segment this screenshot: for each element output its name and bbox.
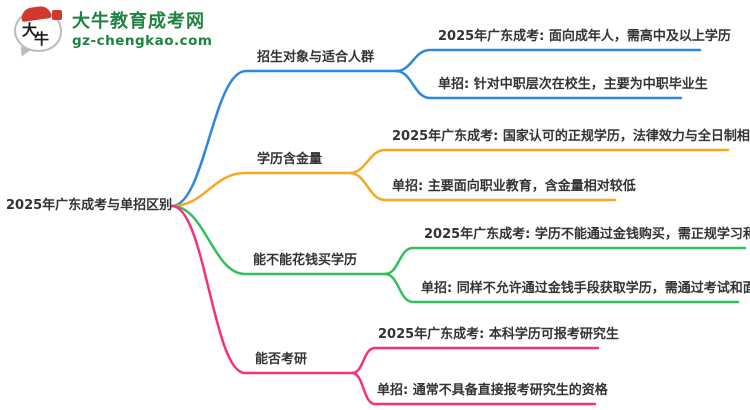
connector-branch-4-to-leaf-1 [350, 346, 600, 375]
leaf-node: 2025年广东成考: 面向成年人，需高中及以上学历 [438, 29, 731, 44]
leaf-node: 单招: 针对中职层次在校生，主要为中职毕业生 [438, 77, 708, 92]
connector-root-to-branch-4 [170, 204, 354, 375]
site-logo[interactable]: 大 牛 大牛教育成考网 gz-chengkao.com [14, 4, 213, 52]
connector-branch-1-to-leaf-2 [394, 69, 683, 100]
connector-branch-3-to-leaf-1 [383, 246, 747, 276]
leaf-node: 2025年广东成考: 本科学历可报考研究生 [378, 327, 619, 342]
leaf-node: 单招: 同样不允许通过金钱手段获取学历，需通过考试和面试. [421, 281, 750, 296]
connector-branch-3-to-leaf-2 [383, 272, 740, 304]
leaf-node: 2025年广东成考: 国家认可的正规学历，法律效力与全日制相同 [392, 129, 750, 144]
logo-red-seal-icon [52, 10, 62, 20]
branch-node-buy-degree: 能不能花钱买学历 [253, 253, 358, 268]
site-name: 大牛教育成考网 [72, 11, 205, 32]
leaf-node: 2025年广东成考: 学历不能通过金钱购买，需正规学习和考试. [424, 227, 750, 242]
branch-node-degree-value: 学历含金量 [257, 152, 323, 167]
connector-root-to-branch-1 [170, 69, 398, 208]
connector-branch-2-to-leaf-2 [348, 171, 617, 202]
logo-speech-bubble-icon: 大 牛 [14, 4, 62, 52]
leaf-node: 单招: 通常不具备直接报考研究生的资格 [377, 383, 608, 398]
connector-branch-2-to-leaf-1 [348, 148, 730, 175]
connector-branch-1-to-leaf-1 [394, 48, 702, 73]
logo-text-block: 大牛教育成考网 gz-chengkao.com [72, 10, 213, 49]
logo-character: 牛 [34, 30, 50, 48]
connector-root-to-branch-3 [170, 204, 387, 276]
leaf-node: 单招: 主要面向职业教育，含金量相对较低 [392, 179, 636, 194]
mindmap-root-node: 2025年广东成考与单招区别 [6, 198, 173, 213]
connector-branch-4-to-leaf-2 [350, 371, 597, 406]
site-url: gz-chengkao.com [72, 32, 213, 49]
branch-node-postgraduate: 能否考研 [255, 352, 308, 367]
connector-root-to-branch-2 [170, 171, 352, 208]
branch-node-enrollment-targets: 招生对象与适合人群 [257, 50, 375, 65]
logo-character: 大 [22, 21, 38, 39]
